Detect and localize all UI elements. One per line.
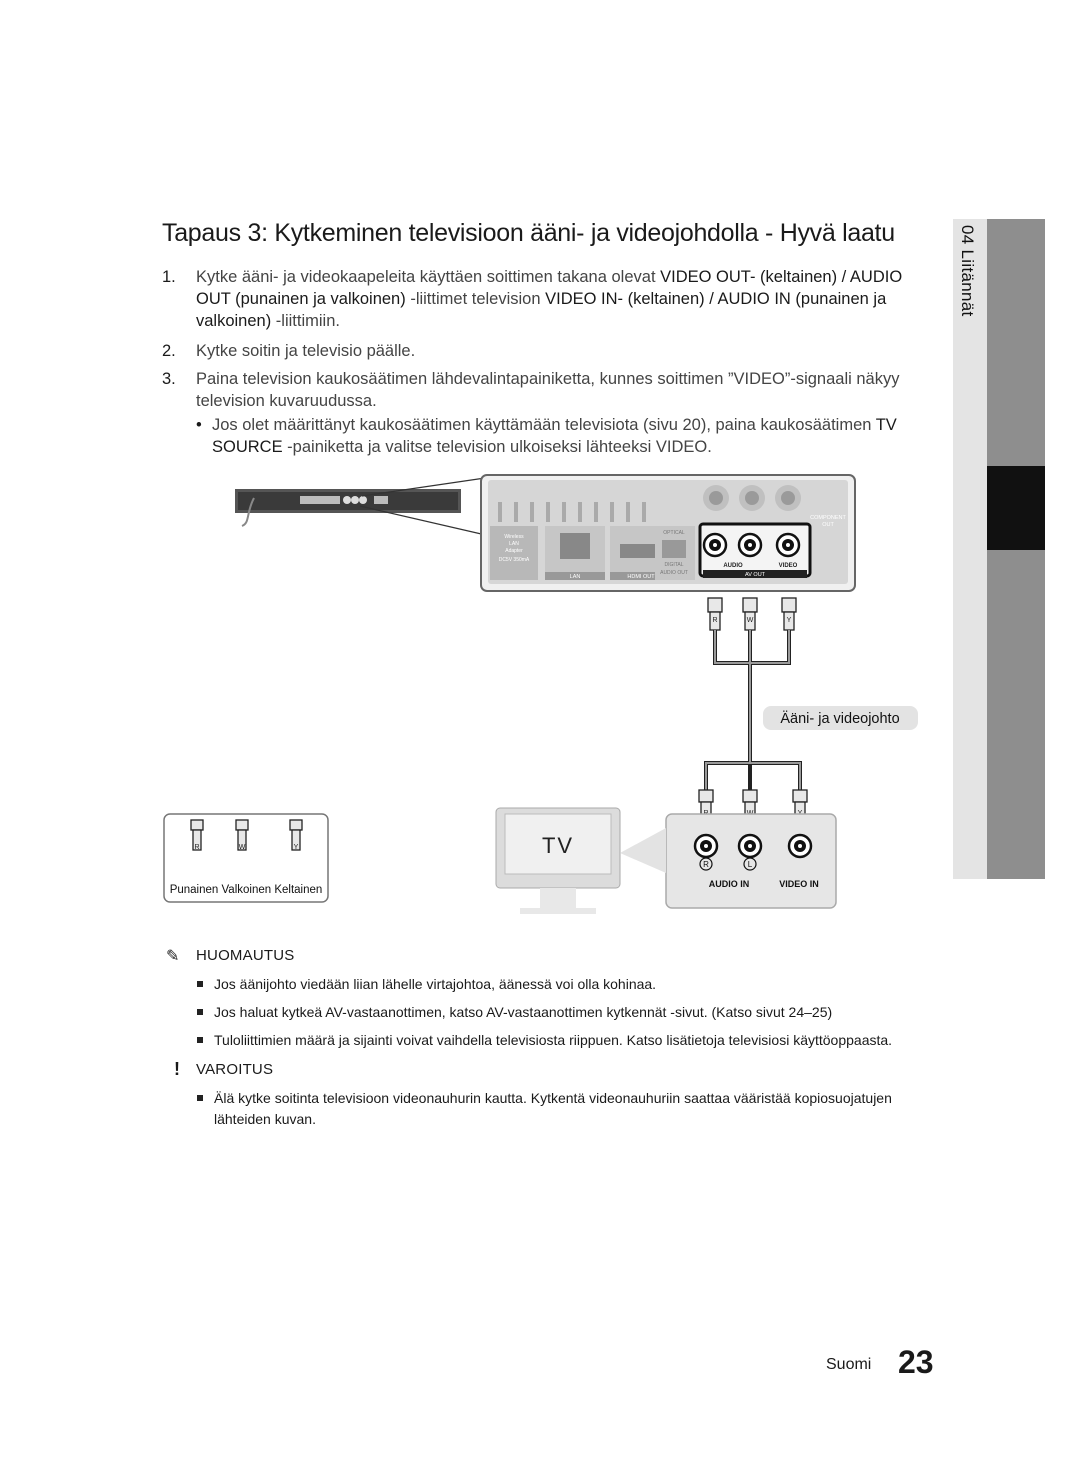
tv-input-panel: R L AUDIO IN VIDEO IN bbox=[665, 813, 837, 909]
panel-power: DC5V 350mA bbox=[499, 557, 530, 563]
jack-label-l: L bbox=[748, 860, 753, 869]
note-item-2: Jos haluat kytkeä AV-vastaanottimen, kat… bbox=[197, 1002, 937, 1024]
warning-heading-text: VAROITUS bbox=[196, 1061, 274, 1078]
panel-component-out: OUT bbox=[822, 522, 834, 528]
pencil-icon: ✎ bbox=[166, 948, 180, 965]
note-text: Jos haluat kytkeä AV-vastaanottimen, kat… bbox=[214, 1004, 833, 1020]
note-item-1: Jos äänijohto viedään liian lähelle virt… bbox=[197, 974, 937, 996]
step-text-emphasis: OUT (punainen ja valkoinen) bbox=[196, 290, 406, 308]
step-text: -liittimet television bbox=[405, 290, 546, 308]
warning-heading: ! VAROITUS bbox=[166, 1059, 366, 1081]
jack-label-r: R bbox=[703, 860, 709, 869]
tv-illustration: TV bbox=[495, 807, 666, 914]
step-number: 3. bbox=[162, 370, 176, 388]
legend-w: W bbox=[239, 844, 246, 851]
page-title: Tapaus 3: Kytkeminen televisioon ääni- j… bbox=[162, 219, 895, 247]
panel-audio: AUDIO bbox=[723, 563, 743, 569]
cable-plugs-bottom bbox=[698, 789, 808, 823]
cable-plugs-top bbox=[707, 597, 797, 631]
plug-label-r: R bbox=[712, 617, 717, 624]
panel-optical: OPTICAL bbox=[663, 530, 685, 536]
panel-av-out: AV OUT bbox=[745, 572, 766, 578]
notes-heading: ✎ HUOMAUTUS bbox=[166, 947, 366, 967]
legend-text: Punainen Valkoinen Keltainen bbox=[170, 884, 323, 896]
panel-audio-out: AUDIO OUT bbox=[660, 570, 688, 576]
connection-diagram: Wireless LAN Adapter DC5V 350mA LAN HDMI… bbox=[163, 474, 918, 914]
plug-label-w: W bbox=[747, 617, 754, 624]
square-bullet-icon bbox=[197, 981, 203, 987]
plug-legend: R W Y Punainen Valkoinen Keltainen bbox=[163, 813, 329, 903]
note-text: Tuloliittimien määrä ja sijainti voivat … bbox=[214, 1032, 893, 1048]
bullet-dot: • bbox=[196, 416, 202, 434]
exclamation-icon: ! bbox=[174, 1059, 181, 1079]
tv-label: TV bbox=[542, 833, 574, 858]
square-bullet-icon bbox=[197, 1009, 203, 1015]
plug-label-y: Y bbox=[787, 617, 792, 624]
step-text: Kytke ääni- ja videokaapeleita käyttäen … bbox=[196, 268, 661, 286]
chapter-tab-marker bbox=[987, 466, 1045, 550]
notes-heading-text: HUOMAUTUS bbox=[196, 947, 295, 964]
panel-component: COMPONENT bbox=[810, 515, 846, 521]
bullet-note: • Jos olet määrittänyt kaukosäätimen käy… bbox=[196, 414, 926, 460]
cable-label: Ääni- ja videojohto bbox=[780, 710, 899, 727]
panel-lan-small: LAN bbox=[509, 541, 519, 547]
panel-hdmi: HDMI OUT bbox=[627, 574, 655, 580]
bullet-text: -painiketta ja valitse television ulkois… bbox=[282, 438, 712, 456]
square-bullet-icon bbox=[197, 1095, 203, 1101]
step-number: 2. bbox=[162, 342, 176, 360]
bullet-text: Jos olet määrittänyt kaukosäätimen käytt… bbox=[212, 416, 876, 434]
step-text: Paina television kaukosäätimen lähdevali… bbox=[196, 370, 900, 410]
player-rear-panel: Wireless LAN Adapter DC5V 350mA LAN HDMI… bbox=[480, 474, 856, 592]
chapter-label-text: 04 Liitännät bbox=[958, 225, 977, 317]
chapter-tab-background bbox=[953, 219, 987, 879]
page-number: 23 bbox=[898, 1344, 934, 1380]
legend-y: Y bbox=[294, 844, 299, 851]
step-text-emphasis: VIDEO OUT- (keltainen) / AUDIO bbox=[660, 268, 903, 286]
note-item-3: Tuloliittimien määrä ja sijainti voivat … bbox=[197, 1030, 937, 1052]
step-text-emphasis: valkoinen) bbox=[196, 312, 272, 330]
panel-adapter: Adapter bbox=[505, 548, 523, 554]
tv-video-in-label: VIDEO IN bbox=[779, 879, 819, 889]
bullet-text-emphasis: TV SOURCE bbox=[212, 416, 897, 456]
warning-item-1: Älä kytke soitinta televisioon videonauh… bbox=[197, 1088, 937, 1132]
panel-wireless: Wireless bbox=[504, 534, 524, 540]
page-footer: Suomi 23 bbox=[820, 1344, 940, 1384]
step-3: 3. Paina television kaukosäätimen lähdev… bbox=[162, 368, 922, 414]
panel-digital: DIGITAL bbox=[664, 562, 683, 568]
legend-r: R bbox=[194, 844, 199, 851]
step-number: 1. bbox=[162, 268, 176, 286]
step-text: Kytke soitin ja televisio päälle. bbox=[196, 342, 416, 360]
step-text-emphasis: VIDEO IN- (keltainen) / AUDIO IN (punain… bbox=[545, 290, 887, 308]
note-text: Jos äänijohto viedään liian lähelle virt… bbox=[214, 976, 657, 992]
footer-language: Suomi bbox=[826, 1356, 872, 1373]
panel-video: VIDEO bbox=[779, 563, 798, 569]
panel-lan: LAN bbox=[570, 574, 581, 580]
step-text: -liittimiin. bbox=[271, 312, 340, 330]
chapter-label: 04 Liitännät bbox=[957, 225, 983, 425]
warning-text: Älä kytke soitinta televisioon videonauh… bbox=[214, 1090, 892, 1127]
player-rear-thumbnail bbox=[235, 477, 491, 537]
step-2: 2. Kytke soitin ja televisio päälle. bbox=[162, 340, 922, 364]
tv-audio-in-label: AUDIO IN bbox=[709, 879, 750, 889]
square-bullet-icon bbox=[197, 1037, 203, 1043]
step-1: 1. Kytke ääni- ja videokaapeleita käyttä… bbox=[162, 266, 922, 336]
